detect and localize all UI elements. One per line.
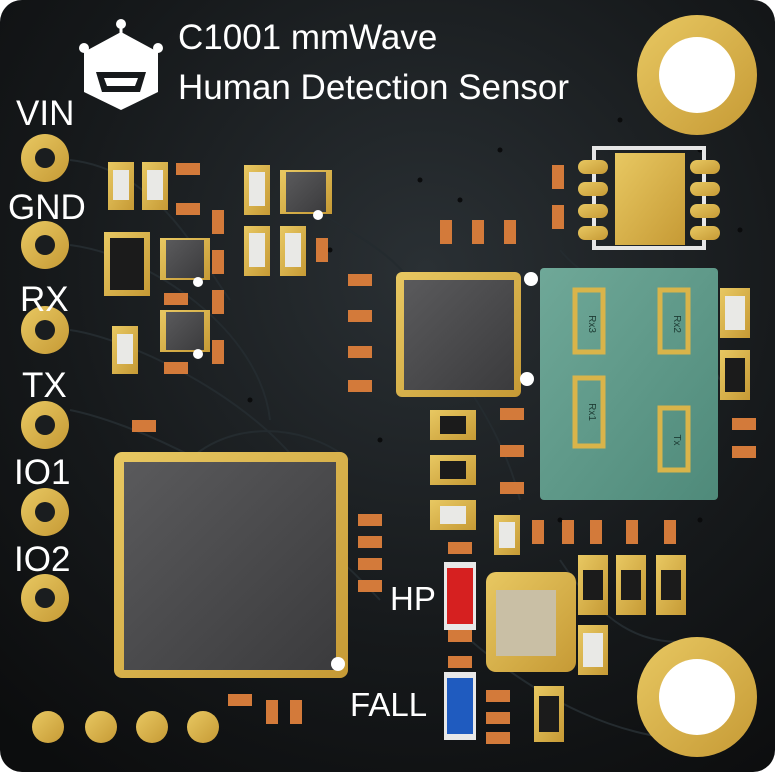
antenna-label-rx1: Rx1 — [586, 403, 597, 421]
antenna-label-rx2: Rx2 — [671, 315, 682, 333]
led-fall — [444, 672, 476, 740]
main-mcu-chip — [114, 452, 348, 678]
pin-label-gnd: GND — [8, 188, 86, 227]
passive-components — [108, 162, 756, 744]
board-title-line1: C1001 mmWave — [178, 18, 438, 57]
dfrobot-logo-icon — [79, 19, 163, 110]
pin-label-io1: IO1 — [14, 453, 71, 492]
pin-label-rx: RX — [20, 280, 69, 319]
pin-label-tx: TX — [22, 366, 67, 405]
radar-ic — [396, 272, 538, 397]
led-label-hp: HP — [390, 580, 436, 617]
bottom-pads — [32, 711, 219, 743]
led-hp — [444, 562, 476, 630]
antenna-label-tx: Tx — [671, 434, 682, 445]
mounting-hole-top-right — [637, 15, 757, 135]
header-pins — [21, 134, 69, 622]
board-title-line2: Human Detection Sensor — [178, 68, 570, 107]
small-ics — [104, 170, 332, 359]
flash-chip — [578, 146, 720, 250]
led-label-fall: FALL — [350, 686, 428, 723]
pin-label-io2: IO2 — [14, 540, 71, 579]
antenna-label-rx3: Rx3 — [586, 315, 597, 333]
mounting-hole-bottom-right — [637, 637, 757, 757]
antenna-module: Rx3 Rx2 Rx1 Tx — [540, 268, 718, 500]
pin-label-vin: VIN — [16, 94, 75, 133]
